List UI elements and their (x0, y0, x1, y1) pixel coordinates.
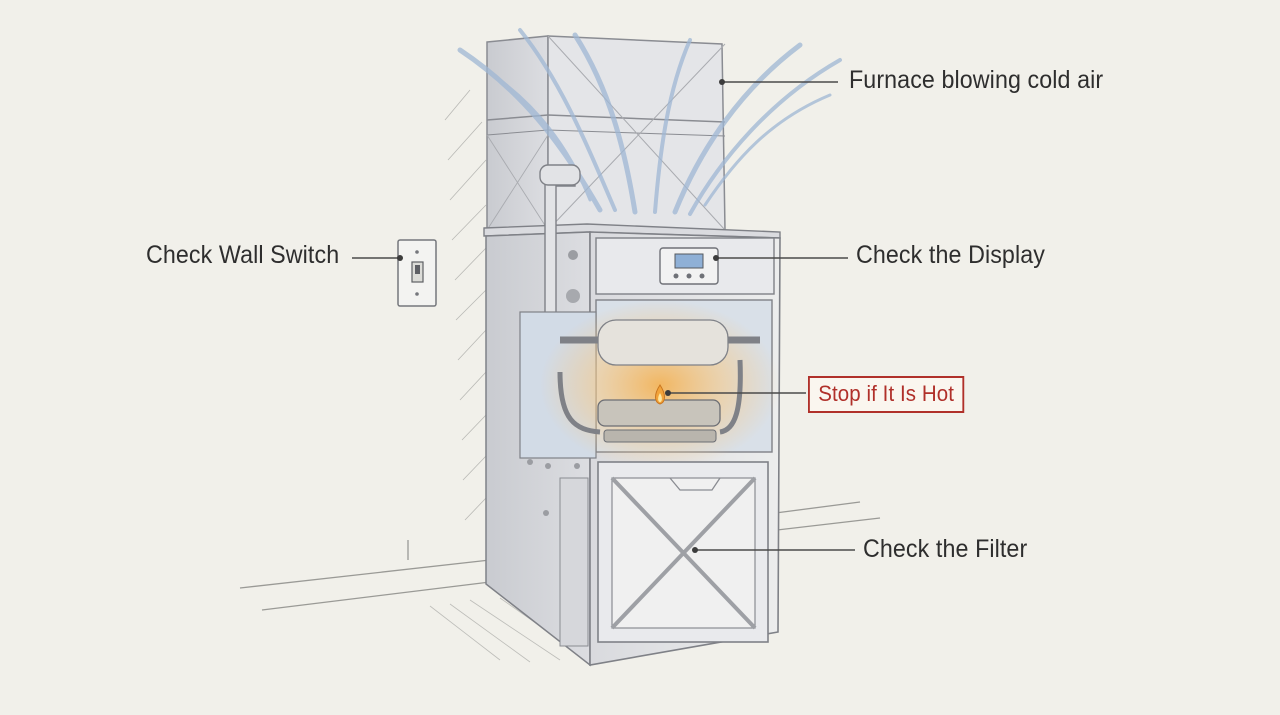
leader-dots (397, 79, 725, 553)
leader-lines (352, 81, 855, 551)
wall-shadow (444, 89, 487, 521)
air-filter-icon (597, 461, 769, 643)
filter-label: Check the Filter (863, 535, 1028, 563)
control-display-icon (659, 247, 719, 285)
wall-switch-icon (397, 239, 437, 307)
wall-switch-label: Check Wall Switch (146, 241, 340, 269)
cold-air-label: Furnace blowing cold air (849, 66, 1104, 94)
hot-warning-label: Stop if It Is Hot (808, 376, 965, 413)
duct (486, 35, 726, 233)
display-label: Check the Display (856, 241, 1045, 269)
airflow-icon (457, 28, 842, 216)
burner-flame-icon (540, 300, 780, 470)
